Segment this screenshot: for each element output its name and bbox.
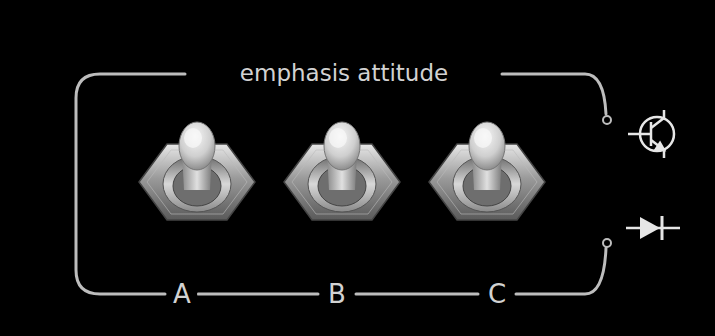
switch-label: B: [322, 280, 352, 309]
bracket-line: [76, 74, 606, 294]
transistor-symbol: [628, 110, 674, 158]
switch-label: C: [482, 280, 512, 309]
toggle-switch: [429, 122, 545, 220]
switch-label: A: [167, 280, 197, 309]
terminal-dot: [603, 116, 611, 124]
toggle-switch: [139, 122, 255, 220]
toggle-switch: [284, 122, 400, 220]
diode-symbol: [626, 216, 680, 240]
terminal-dot: [603, 239, 611, 247]
group-label: emphasis attitude: [234, 61, 454, 86]
